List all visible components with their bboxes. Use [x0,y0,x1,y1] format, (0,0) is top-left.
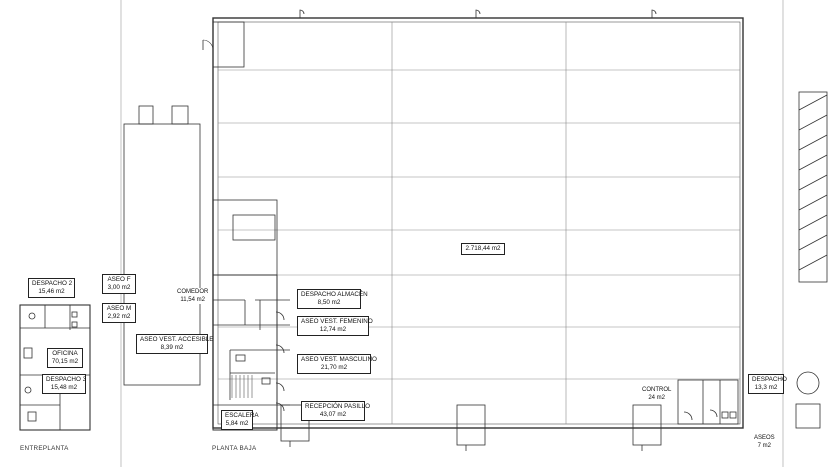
room-name: OFICINA [52,350,78,357]
entrance-block [202,21,245,68]
room-name: ASEO F [107,276,131,283]
room-name: RECEPCIÓN PASILLO [305,403,370,410]
room-area: 2,92 m2 [107,313,131,320]
room-label-aseo-f: ASEO F 3,00 m2 [102,274,136,294]
room-area: 15,46 m2 [38,288,65,295]
room-area: 3,00 m2 [107,284,131,291]
warehouse-outline [212,17,744,429]
room-label-despacho-2: DESPACHO 2 15,46 m2 [28,278,75,298]
room-area: 24 m2 [648,395,666,401]
room-name: DESPACHO 3 [46,376,87,383]
room-label-despacho-almacen: DESPACHO ALMACÉN 8,50 m2 [297,289,368,309]
room-area: 12,74 m2 [319,326,347,333]
room-name: DESPACHO 2 [32,280,73,287]
top-door-markers [299,9,657,18]
warehouse-grid [218,22,740,424]
caption-ground-floor: PLANTA BAJA [212,445,257,452]
room-area: 5,84 m2 [225,420,249,427]
room-name: ASEO VEST. FEMENINO [301,318,373,325]
square-symbol [795,403,821,429]
room-name: ASEO VEST. MASCULINO [301,356,377,363]
room-name: ASEO VEST. ACCESIBLE [140,336,214,343]
room-label-despacho: DESPACHO 13,3 m2 [748,374,787,394]
room-area: 13,3 m2 [754,384,778,391]
room-area: 21,70 m2 [320,364,348,371]
ramp-hatch [798,91,828,283]
room-area: 8,50 m2 [317,299,341,306]
caption-mezzanine: ENTREPLANTA [20,445,69,452]
room-label-control: CONTROL 24 m2 [642,386,672,402]
office-annex [212,199,290,431]
room-area: 11,54 m2 [180,297,205,303]
room-name: COMEDOR [177,289,209,295]
stair-hatch [231,375,253,398]
room-label-oficina: OFICINA 70,15 m2 [47,348,83,368]
control-block [677,379,739,425]
room-label-aseos: ASEOS 7 m2 [754,434,775,450]
room-area: 7 m2 [757,443,772,449]
room-label-aseo-vest-accesible: ASEO VEST. ACCESIBLE 8,39 m2 [136,334,214,354]
room-label-warehouse: 2.718,44 m2 [461,243,505,255]
room-area: 70,15 m2 [51,358,79,365]
room-name: CONTROL [642,387,672,393]
room-name: DESPACHO ALMACÉN [301,291,368,298]
room-name: ASEO M [106,305,132,312]
room-label-despacho-3: DESPACHO 3 15,48 m2 [42,374,86,394]
room-name: DESPACHO [752,376,787,383]
room-name: ASEOS [754,435,775,441]
room-label-comedor: COMEDOR 11,54 m2 [177,288,209,304]
room-area: 2.718,44 m2 [465,245,501,252]
room-label-aseo-m: ASEO M 2,92 m2 [102,303,136,323]
round-symbol [796,371,820,395]
room-label-recepcion-pasillo: RECEPCIÓN PASILLO 43,07 m2 [301,401,370,421]
exterior-structure [123,105,201,386]
room-label-aseo-vest-masculino: ASEO VEST. MASCULINO 21,70 m2 [297,354,377,374]
room-area: 43,07 m2 [319,411,347,418]
room-area: 15,48 m2 [50,384,78,391]
loading-docks [280,404,662,451]
room-area: 8,39 m2 [160,344,184,351]
room-name: ESCALERA [225,412,259,419]
room-label-escalera: ESCALERA 5,84 m2 [221,410,259,430]
room-label-aseo-vest-femenino: ASEO VEST. FEMENINO 12,74 m2 [297,316,373,336]
